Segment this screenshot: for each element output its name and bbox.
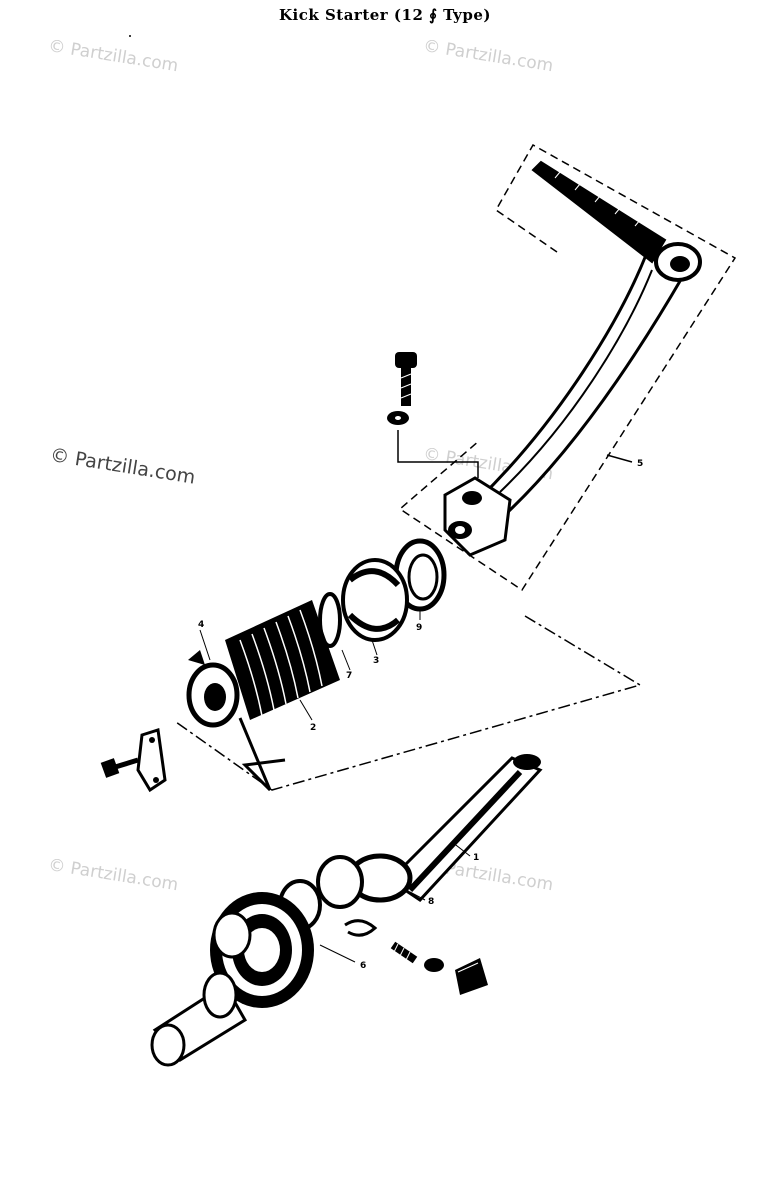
callout-8: 8 (428, 897, 434, 907)
stopper-plate (136, 728, 167, 793)
spring-assembly-dash-box (175, 615, 642, 791)
pawl-spring (390, 941, 418, 964)
callout-7: 7 (346, 671, 352, 681)
callout-9: 9 (416, 623, 422, 633)
kick-shaft-group: 1 8 6 (150, 754, 543, 1067)
kick-arm (476, 252, 686, 533)
kick-arm-bolt (395, 352, 417, 406)
callout-1: 1 (473, 853, 479, 863)
spring-assembly-group: 4 2 7 3 9 (100, 538, 642, 793)
kick-arm-group: 5 (387, 143, 737, 592)
callout-6: 6 (360, 961, 366, 971)
callout-3: 3 (373, 656, 379, 666)
pawl-block (455, 958, 488, 995)
kick-pedal-rubber (531, 160, 667, 264)
stopper-screw (100, 757, 139, 778)
callout-4: 4 (198, 620, 204, 630)
kick-spring (225, 600, 340, 720)
diagram-title: Kick Starter (12 ∮ Type) (278, 6, 492, 24)
kick-gear (210, 892, 314, 1008)
pawl-pin (424, 958, 444, 972)
kick-arm-dash-box (398, 143, 737, 592)
washer-7 (318, 592, 342, 648)
callout-2: 2 (310, 723, 316, 733)
callout-5: 5 (637, 459, 643, 469)
